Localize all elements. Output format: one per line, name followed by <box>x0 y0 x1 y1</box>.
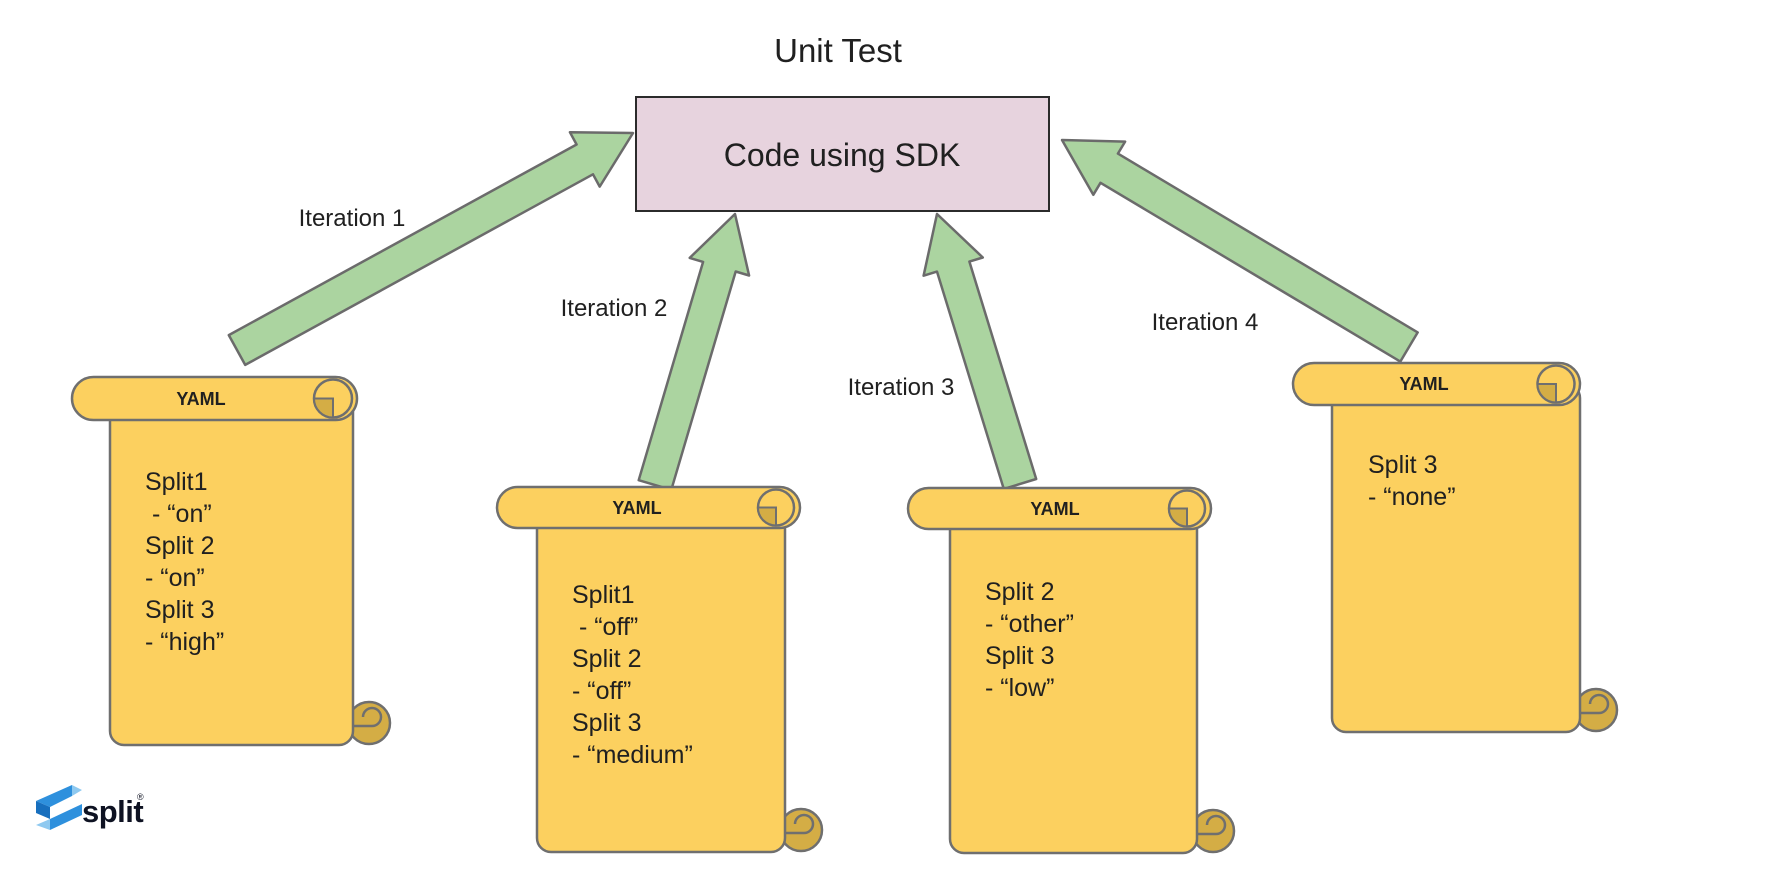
scroll-curl-hook <box>1575 693 1610 715</box>
yaml-scroll-4: YAML Split 3 - “none” <box>1291 361 1619 734</box>
diagram-title: Unit Test <box>774 32 902 69</box>
scroll-line: Split 3 <box>145 596 214 624</box>
scroll-curl-hook <box>780 813 815 835</box>
scroll-line: - “other” <box>985 610 1074 638</box>
scroll-line: Split1 <box>572 581 635 609</box>
yaml-scroll-3: YAML Split 2 - “other” Split 3 - “low” <box>906 486 1236 855</box>
code-using-sdk-box: Code using SDK <box>635 96 1050 212</box>
logo-band-top <box>36 785 72 807</box>
arrow-iteration-2 <box>637 212 751 492</box>
scroll-header-label: YAML <box>612 498 661 518</box>
sdk-box-label: Code using SDK <box>724 137 961 173</box>
scroll-line: - “on” <box>145 500 212 528</box>
iteration-1-label: Iteration 1 <box>299 205 406 232</box>
iteration-3-label: Iteration 3 <box>848 374 955 401</box>
arrow-shape <box>922 212 1038 491</box>
scroll-line: Split 3 <box>1368 451 1437 479</box>
yaml-scroll-1: YAML Split1 - “on” Split 2 - “on” Split … <box>70 375 392 747</box>
scroll-line: Split 3 <box>572 709 641 737</box>
yaml-scroll-2: YAML Split1 - “off” Split 2 - “off” Spli… <box>495 485 824 854</box>
arrow-shape <box>637 212 751 492</box>
scroll-curl-hook <box>1192 814 1227 836</box>
scroll-line: Split 2 <box>985 578 1054 606</box>
scroll-body <box>1330 382 1582 734</box>
scroll-header-label: YAML <box>1399 374 1448 394</box>
scroll-line: Split 3 <box>985 642 1054 670</box>
logo-fold-top <box>72 785 82 796</box>
scroll-line: - “on” <box>145 564 205 592</box>
logo-band-bottom <box>50 804 82 830</box>
scroll-header-curl-shadow <box>1167 507 1188 528</box>
scroll-header-bar <box>495 485 802 530</box>
scroll-header-curl-shadow <box>756 506 777 527</box>
arrow-shape <box>227 130 635 367</box>
scroll-line: - “high” <box>145 628 224 656</box>
scroll-line: - “off” <box>572 677 631 705</box>
logo-fold-bottom <box>36 819 50 830</box>
scroll-header-curl-shadow <box>1536 383 1557 404</box>
arrow-iteration-3 <box>922 212 1038 491</box>
split-wordmark: split <box>82 794 143 829</box>
scroll-header-curl-shadow <box>312 397 334 419</box>
registered-trademark: ® <box>137 792 144 802</box>
scroll-line: - “medium” <box>572 741 693 769</box>
scroll-line: Split1 <box>145 468 208 496</box>
scroll-header-bar <box>70 375 359 422</box>
split-logo-icon <box>36 785 82 830</box>
scroll-line: Split 2 <box>145 532 214 560</box>
scroll-curl-hook <box>348 706 383 728</box>
scroll-line: Split 2 <box>572 645 641 673</box>
arrow-shape <box>1060 138 1419 363</box>
sdk-box-shape <box>635 96 1050 212</box>
scroll-line: - “low” <box>985 674 1054 702</box>
iteration-4-label: Iteration 4 <box>1152 309 1259 336</box>
logo-fold-left <box>36 801 50 819</box>
scroll-line: - “off” <box>572 613 638 641</box>
iteration-2-label: Iteration 2 <box>561 295 668 322</box>
arrow-iteration-1 <box>227 130 635 367</box>
arrow-iteration-4 <box>1060 138 1419 363</box>
scroll-header-bar <box>1291 361 1582 407</box>
scroll-line: - “none” <box>1368 483 1456 511</box>
scroll-header-bar <box>906 486 1213 531</box>
scroll-header-label: YAML <box>176 389 225 409</box>
split-logo: split ® <box>36 785 144 830</box>
scroll-header-label: YAML <box>1030 499 1079 519</box>
